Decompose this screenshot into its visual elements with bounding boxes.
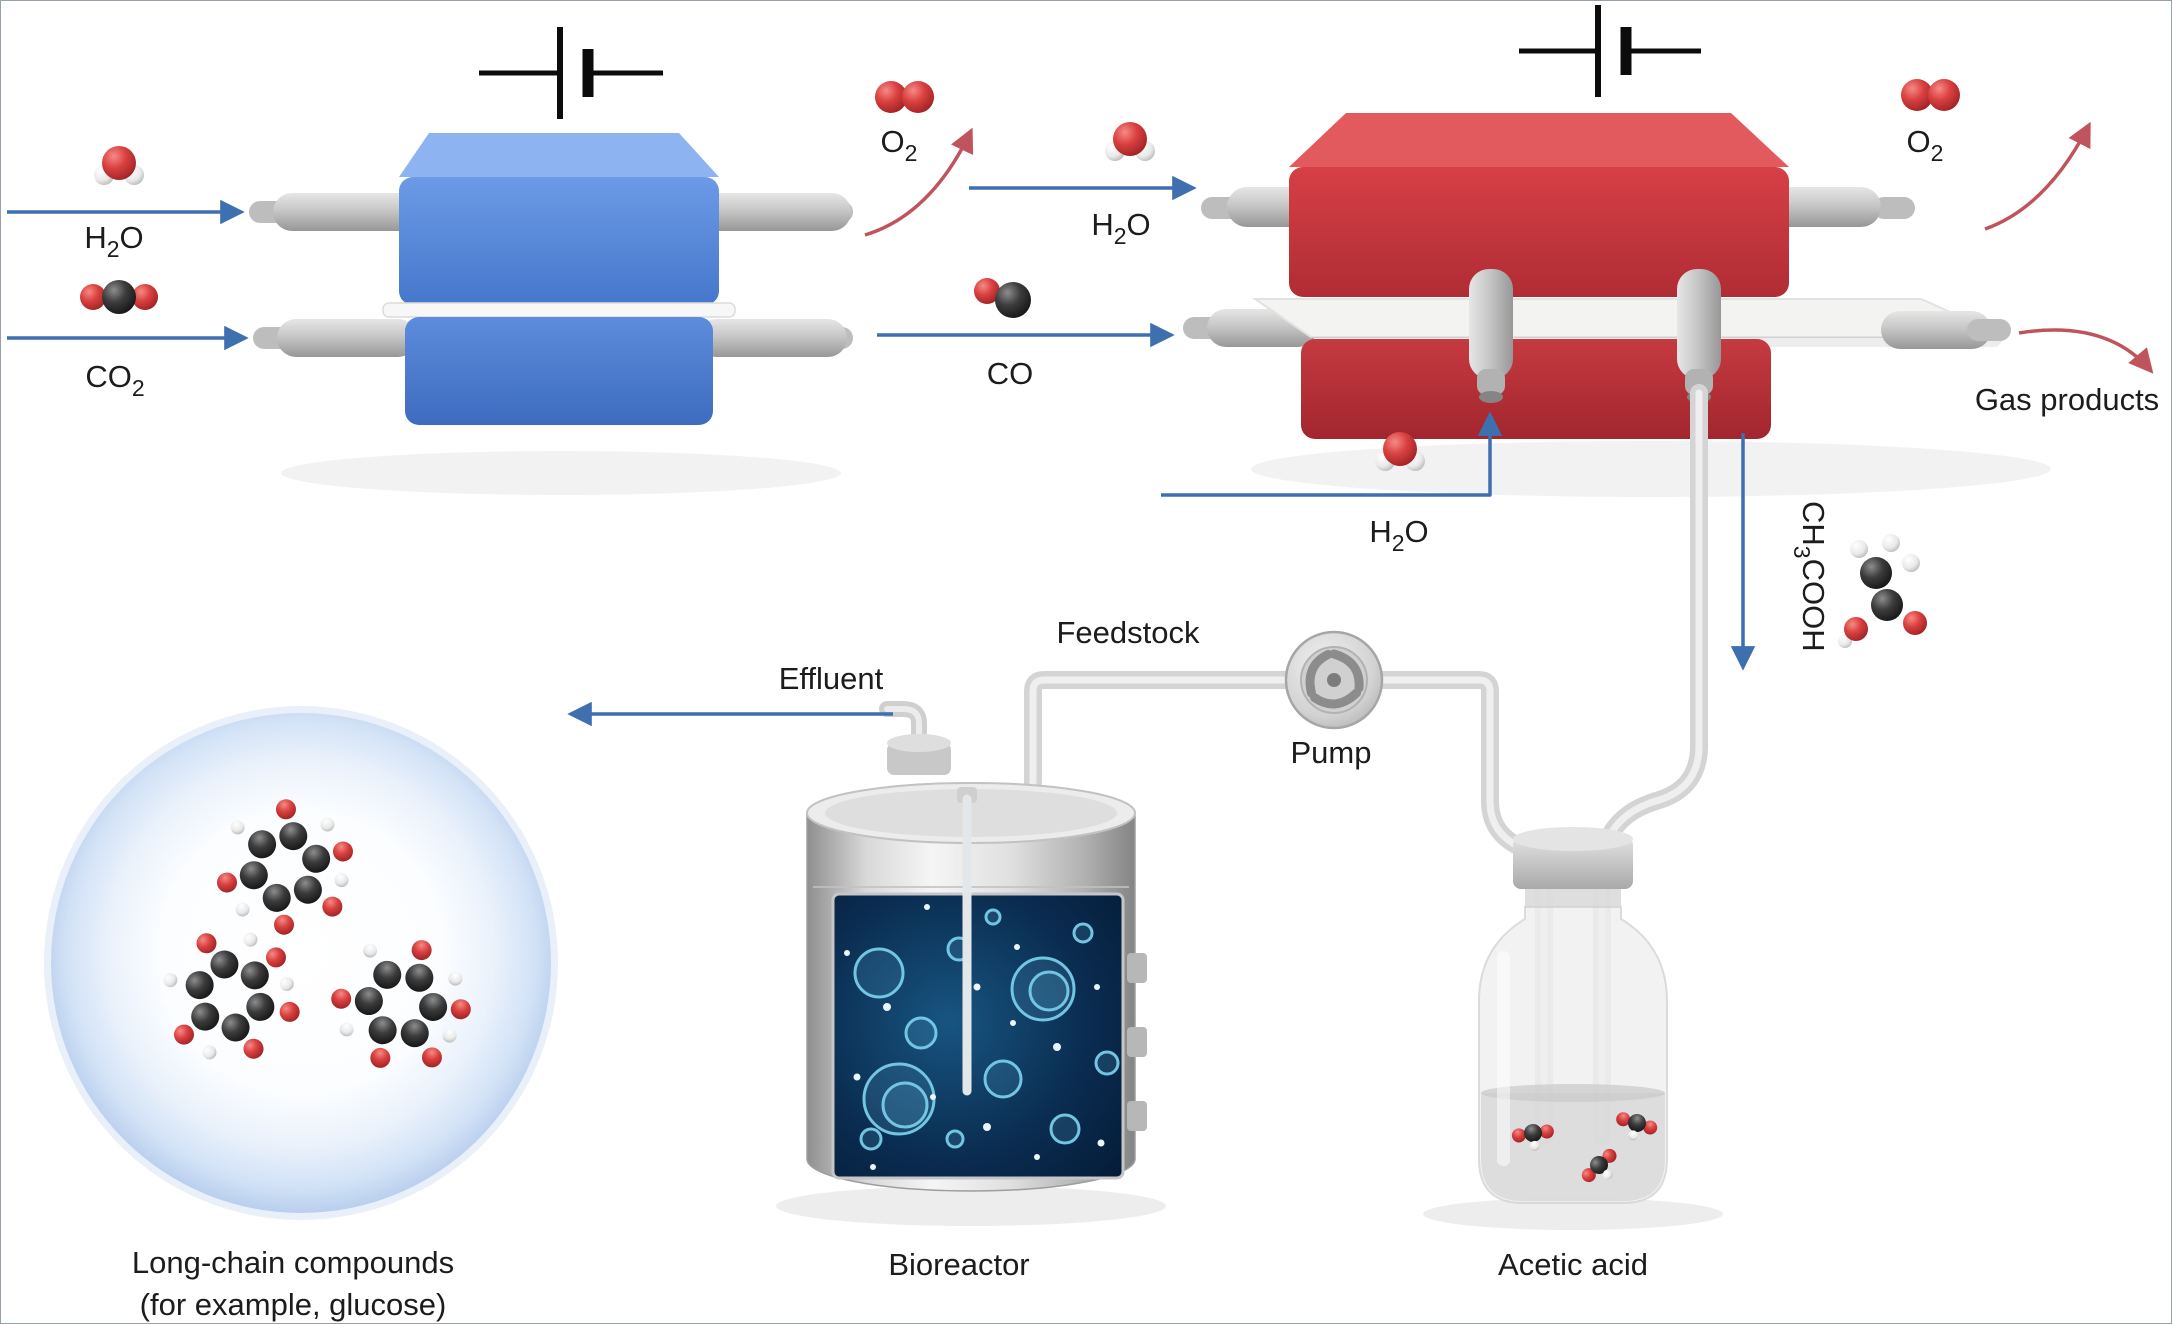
- blue-cell-shadow: [281, 451, 841, 495]
- effluent-pipe-highlight: [884, 706, 922, 766]
- red-cell-top-box: [1289, 167, 1789, 297]
- h2o-molecule-icon: [1105, 122, 1155, 161]
- electrode-tip: [1967, 319, 2011, 341]
- co-molecule-icon: [974, 278, 1031, 318]
- electrode-rod: [277, 319, 417, 357]
- h2o-molecule-icon: [94, 146, 144, 185]
- bottle-cap: [1513, 837, 1633, 889]
- gas-products-arrow: [2018, 328, 2154, 374]
- blue-cell-top-box: [399, 177, 719, 305]
- bottle-neck: [1525, 889, 1621, 907]
- ch3cooh-label: CH3COOH: [1789, 501, 1831, 652]
- long-chain-label-line2: (for example, glucose): [140, 1287, 447, 1322]
- electrode-rod: [697, 319, 847, 357]
- lid-port: [887, 743, 951, 775]
- co2-label: CO2: [85, 359, 144, 401]
- o2-molecule-icon: [1901, 79, 1960, 111]
- flow-arrows: [7, 121, 2154, 727]
- battery-icon-left: [479, 27, 663, 119]
- bioreactor: [806, 734, 1147, 1192]
- feedstock-label: Feedstock: [1056, 615, 1200, 650]
- circle-body: [51, 713, 551, 1213]
- o2-molecule-icon: [875, 81, 934, 113]
- microbe-dots: [844, 904, 1105, 1170]
- liquid-surface: [1481, 1084, 1665, 1102]
- electrode-rod: [273, 193, 423, 231]
- h2o-label-mid: H2O: [1091, 207, 1150, 249]
- bioreactor-label: Bioreactor: [888, 1247, 1029, 1282]
- o2-label-right: O2: [1907, 124, 1944, 166]
- co2-electrolyzer: [249, 133, 853, 425]
- o2-label-left: O2: [881, 124, 918, 166]
- red-cell-shadow: [1251, 441, 2051, 497]
- electrode-tip: [1873, 197, 1915, 219]
- gas-outlet-rod: [1881, 311, 1991, 349]
- o2-out-arrow-left: [864, 127, 974, 237]
- ch3cooh-molecule-icon: [1838, 534, 1927, 648]
- co2-molecule-icon: [80, 280, 158, 314]
- h2o-label: H2O: [84, 220, 143, 262]
- h2o-molecule-icon: [1375, 432, 1425, 471]
- o2-out-arrow-right: [1984, 121, 2091, 231]
- microbes-view: [844, 904, 1120, 1170]
- pump-hub: [1327, 673, 1341, 687]
- h2o-label-bottom: H2O: [1369, 514, 1428, 556]
- acetic-acid-bottle: [1478, 827, 1668, 1204]
- h2o-bottom-arrow: [1161, 411, 1503, 497]
- battery-icon-right: [1519, 5, 1701, 97]
- blue-cell-bottom-box: [405, 317, 713, 425]
- viewport-window: [831, 892, 1125, 1180]
- side-clamps: [1127, 953, 1147, 1131]
- pump-impeller-icon: [1305, 649, 1364, 709]
- bottle-highlight: [1497, 951, 1510, 1166]
- pump: [1284, 630, 1384, 730]
- long-chain-circle: [44, 706, 558, 1220]
- gas-products-label: Gas products: [1975, 382, 2159, 417]
- down-nozzle-left: [1469, 269, 1513, 403]
- lid-port-top: [887, 734, 951, 752]
- long-chain-label-line1: Long-chain compounds: [132, 1245, 454, 1280]
- bottle-shadow: [1423, 1198, 1723, 1230]
- blue-cell-top-face: [399, 133, 719, 177]
- red-cell-bottom-box: [1301, 339, 1771, 439]
- red-cell-top-face: [1289, 113, 1789, 167]
- acetic-acid-label: Acetic acid: [1498, 1247, 1648, 1282]
- bottle-cap-top: [1513, 827, 1633, 851]
- membrane-plate: [382, 302, 736, 318]
- co-electrolyzer: [1183, 113, 2011, 439]
- electrode-rod: [691, 193, 851, 231]
- bioreactor-shadow: [776, 1186, 1166, 1226]
- pump-label: Pump: [1291, 735, 1372, 770]
- co-label: CO: [987, 356, 1034, 391]
- effluent-label: Effluent: [779, 661, 884, 696]
